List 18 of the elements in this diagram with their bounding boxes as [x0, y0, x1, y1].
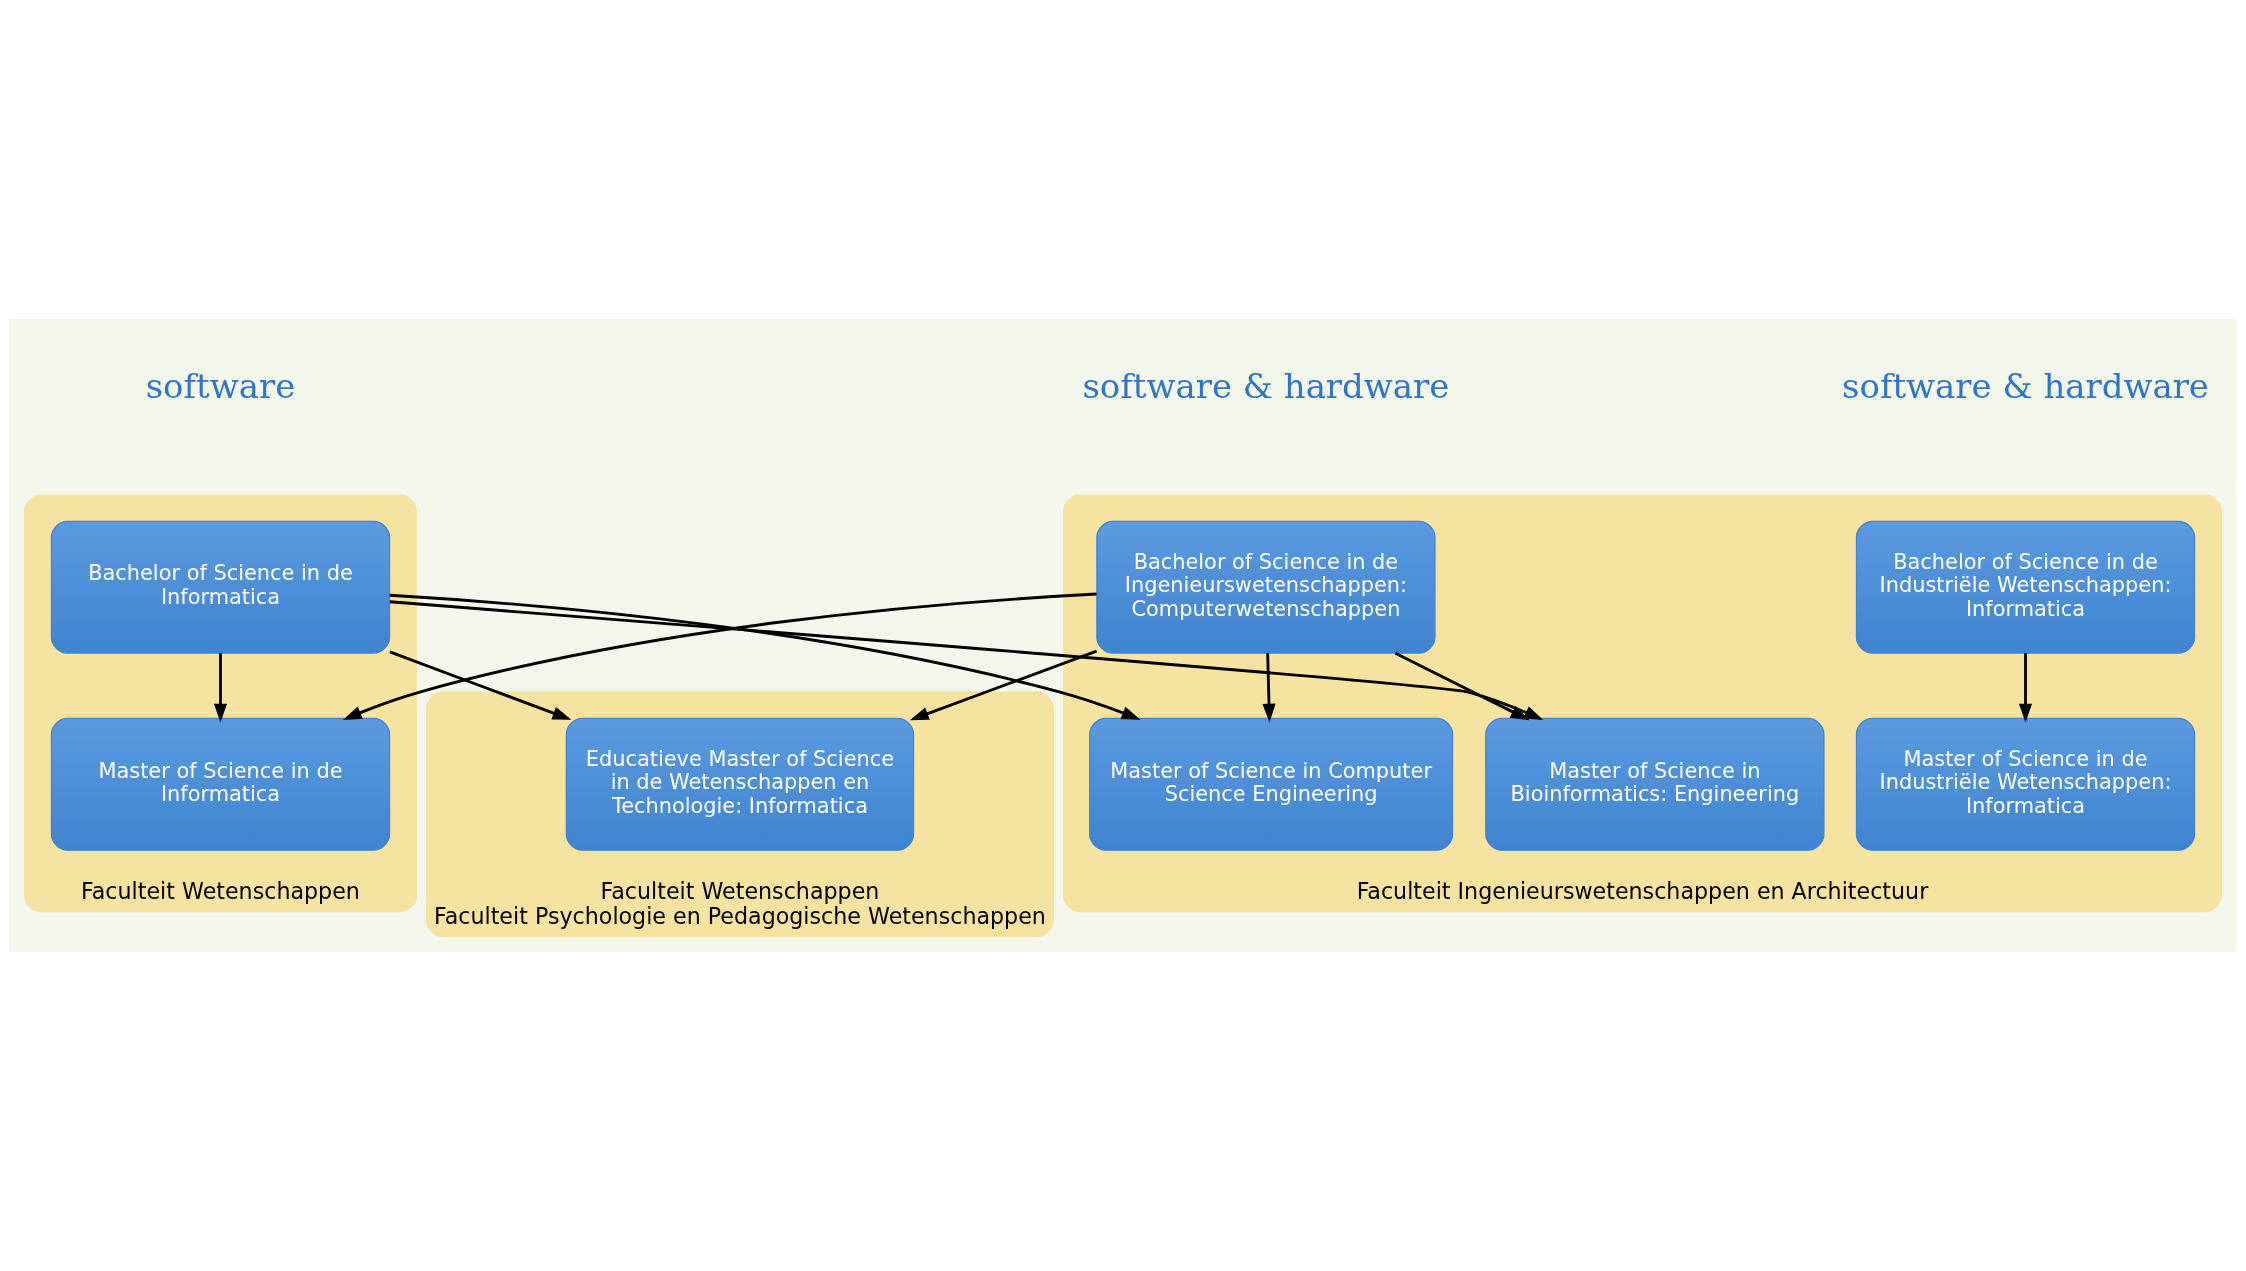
arrow [389, 650, 572, 720]
arrow [2018, 653, 2033, 723]
node-box: Master of Science in de Informatica [50, 717, 391, 851]
node-box: Master of Science in Computer Science Engineering [1089, 717, 1454, 851]
node-box: Educatieve Master of Science in de Wetenschappen en Technologie: Informatica [565, 717, 915, 851]
node-box: Bachelor of Science in de Ingenieurswetenschappen: Computerwetenschappen [1096, 520, 1436, 654]
node-box: Bachelor of Science in de Industriële Wetenschappen: Informatica [1855, 520, 2196, 654]
label: software & hardware [1842, 367, 2209, 407]
label: software [145, 367, 296, 407]
arrow [909, 649, 1098, 721]
label: software & hardware [1082, 367, 1450, 407]
node-box: Bachelor of Science in de Informatica [50, 520, 391, 654]
node-box: Master of Science in de Industriële Wetenschappen: Informatica [1855, 717, 2196, 851]
arrow [213, 653, 228, 723]
arrow [389, 600, 1544, 721]
node-box: Master of Science in Bioinformatics: Engineering [1485, 717, 1825, 851]
arrow [1394, 651, 1530, 721]
arrow [1262, 653, 1276, 723]
